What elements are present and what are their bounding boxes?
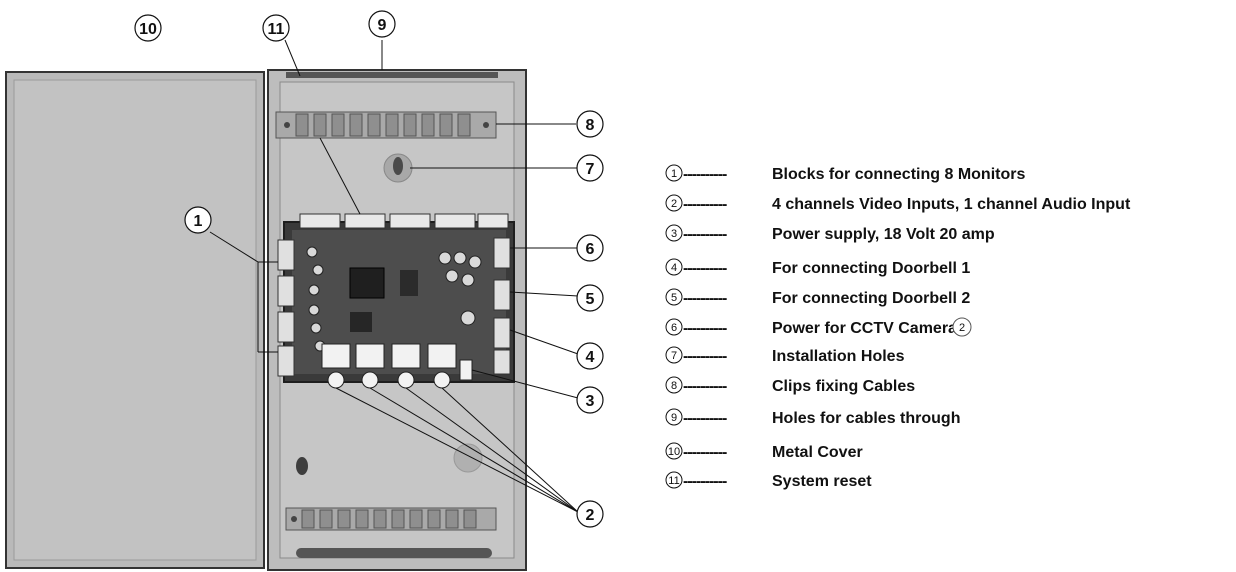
- callout-8: 8: [576, 110, 604, 138]
- top-cable-hole: [286, 72, 498, 78]
- legend: 1 ---------- Blocks for connecting 8 Mon…: [665, 164, 1131, 490]
- legend-item: 5 ---------- For connecting Doorbell 2: [665, 288, 970, 307]
- svg-text:11: 11: [268, 21, 285, 38]
- svg-text:4: 4: [586, 349, 595, 366]
- svg-text:----------: ----------: [683, 473, 727, 490]
- svg-text:----------: ----------: [683, 348, 727, 365]
- metal-cover: [5, 71, 265, 569]
- svg-text:4: 4: [671, 262, 677, 274]
- svg-text:----------: ----------: [683, 166, 727, 183]
- svg-text:Power for CCTV Cameras: Power for CCTV Cameras: [772, 320, 966, 337]
- svg-text:5: 5: [671, 292, 677, 304]
- legend-item: 7 ---------- Installation Holes: [665, 346, 905, 365]
- legend-item: 2 ---------- 4 channels Video Inputs, 1 …: [665, 194, 1131, 213]
- legend-item: 9 ---------- Holes for cables through: [665, 408, 960, 427]
- svg-text:----------: ----------: [683, 196, 727, 213]
- legend-item: 6 ---------- Power for CCTV Cameras 2: [665, 317, 972, 337]
- bottom-clip-strip: [285, 507, 497, 531]
- svg-text:For connecting Doorbell 2: For connecting Doorbell 2: [772, 290, 970, 307]
- callout-5: 5: [576, 284, 604, 312]
- svg-text:4 channels Video Inputs, 1 cha: 4 channels Video Inputs, 1 channel Audio…: [772, 196, 1131, 213]
- legend-item: 10 ---------- Metal Cover: [665, 442, 863, 461]
- svg-text:Metal Cover: Metal Cover: [772, 444, 863, 461]
- svg-text:6: 6: [586, 241, 595, 258]
- svg-text:Blocks for connecting 8 Monito: Blocks for connecting 8 Monitors: [772, 166, 1025, 183]
- circuit-board: [277, 213, 515, 389]
- callout-2: 2: [576, 500, 604, 528]
- callout-9: 9: [368, 10, 396, 38]
- svg-text:10: 10: [139, 21, 157, 38]
- svg-text:System reset: System reset: [772, 473, 872, 490]
- svg-text:2: 2: [671, 198, 677, 210]
- svg-text:Clips fixing Cables: Clips fixing Cables: [772, 378, 915, 395]
- svg-text:2: 2: [959, 322, 965, 334]
- svg-text:2: 2: [586, 507, 595, 524]
- callout-10: 10: [134, 14, 162, 42]
- svg-text:----------: ----------: [683, 226, 727, 243]
- svg-text:----------: ----------: [683, 320, 727, 337]
- callout-4: 4: [576, 342, 604, 370]
- legend-item: 11 ---------- System reset: [665, 471, 872, 490]
- svg-text:3: 3: [586, 393, 595, 410]
- bottom-cable-hole: [296, 548, 492, 558]
- legend-item: 3 ---------- Power supply, 18 Volt 20 am…: [665, 224, 995, 243]
- svg-text:5: 5: [586, 291, 595, 308]
- svg-text:----------: ----------: [683, 290, 727, 307]
- leader-lines: [209, 39, 579, 513]
- svg-text:Power supply, 18 Volt 20 amp: Power supply, 18 Volt 20 amp: [772, 226, 995, 243]
- svg-text:9: 9: [671, 412, 677, 424]
- svg-text:6: 6: [671, 322, 677, 334]
- callout-3: 3: [576, 386, 604, 414]
- svg-text:Installation Holes: Installation Holes: [772, 348, 905, 365]
- svg-text:----------: ----------: [683, 410, 727, 427]
- legend-extra-badge: [952, 317, 972, 337]
- legend-item: 4 ---------- For connecting Doorbell 1: [665, 258, 970, 277]
- svg-text:----------: ----------: [683, 378, 727, 395]
- callout-1: 1: [184, 206, 212, 234]
- svg-text:7: 7: [671, 350, 677, 362]
- svg-text:10: 10: [668, 446, 680, 458]
- legend-item: 1 ---------- Blocks for connecting 8 Mon…: [665, 164, 1025, 183]
- svg-text:1: 1: [671, 168, 677, 180]
- svg-text:7: 7: [586, 161, 595, 178]
- legend-item: 8 ---------- Clips fixing Cables: [665, 376, 915, 395]
- svg-text:8: 8: [586, 117, 595, 134]
- svg-text:3: 3: [671, 228, 677, 240]
- svg-text:Holes for cables through: Holes for cables through: [772, 410, 960, 427]
- svg-text:8: 8: [671, 380, 677, 392]
- svg-text:----------: ----------: [683, 260, 727, 277]
- svg-text:1: 1: [194, 213, 203, 230]
- svg-text:11: 11: [668, 475, 679, 487]
- installation-hole-top: [383, 153, 413, 183]
- svg-text:----------: ----------: [683, 444, 727, 461]
- svg-text:For connecting Doorbell 1: For connecting Doorbell 1: [772, 260, 970, 277]
- svg-text:9: 9: [378, 17, 387, 34]
- callout-6: 6: [576, 234, 604, 262]
- callout-11: 11: [262, 14, 290, 42]
- top-clip-strip: [275, 111, 497, 139]
- callout-7: 7: [576, 154, 604, 182]
